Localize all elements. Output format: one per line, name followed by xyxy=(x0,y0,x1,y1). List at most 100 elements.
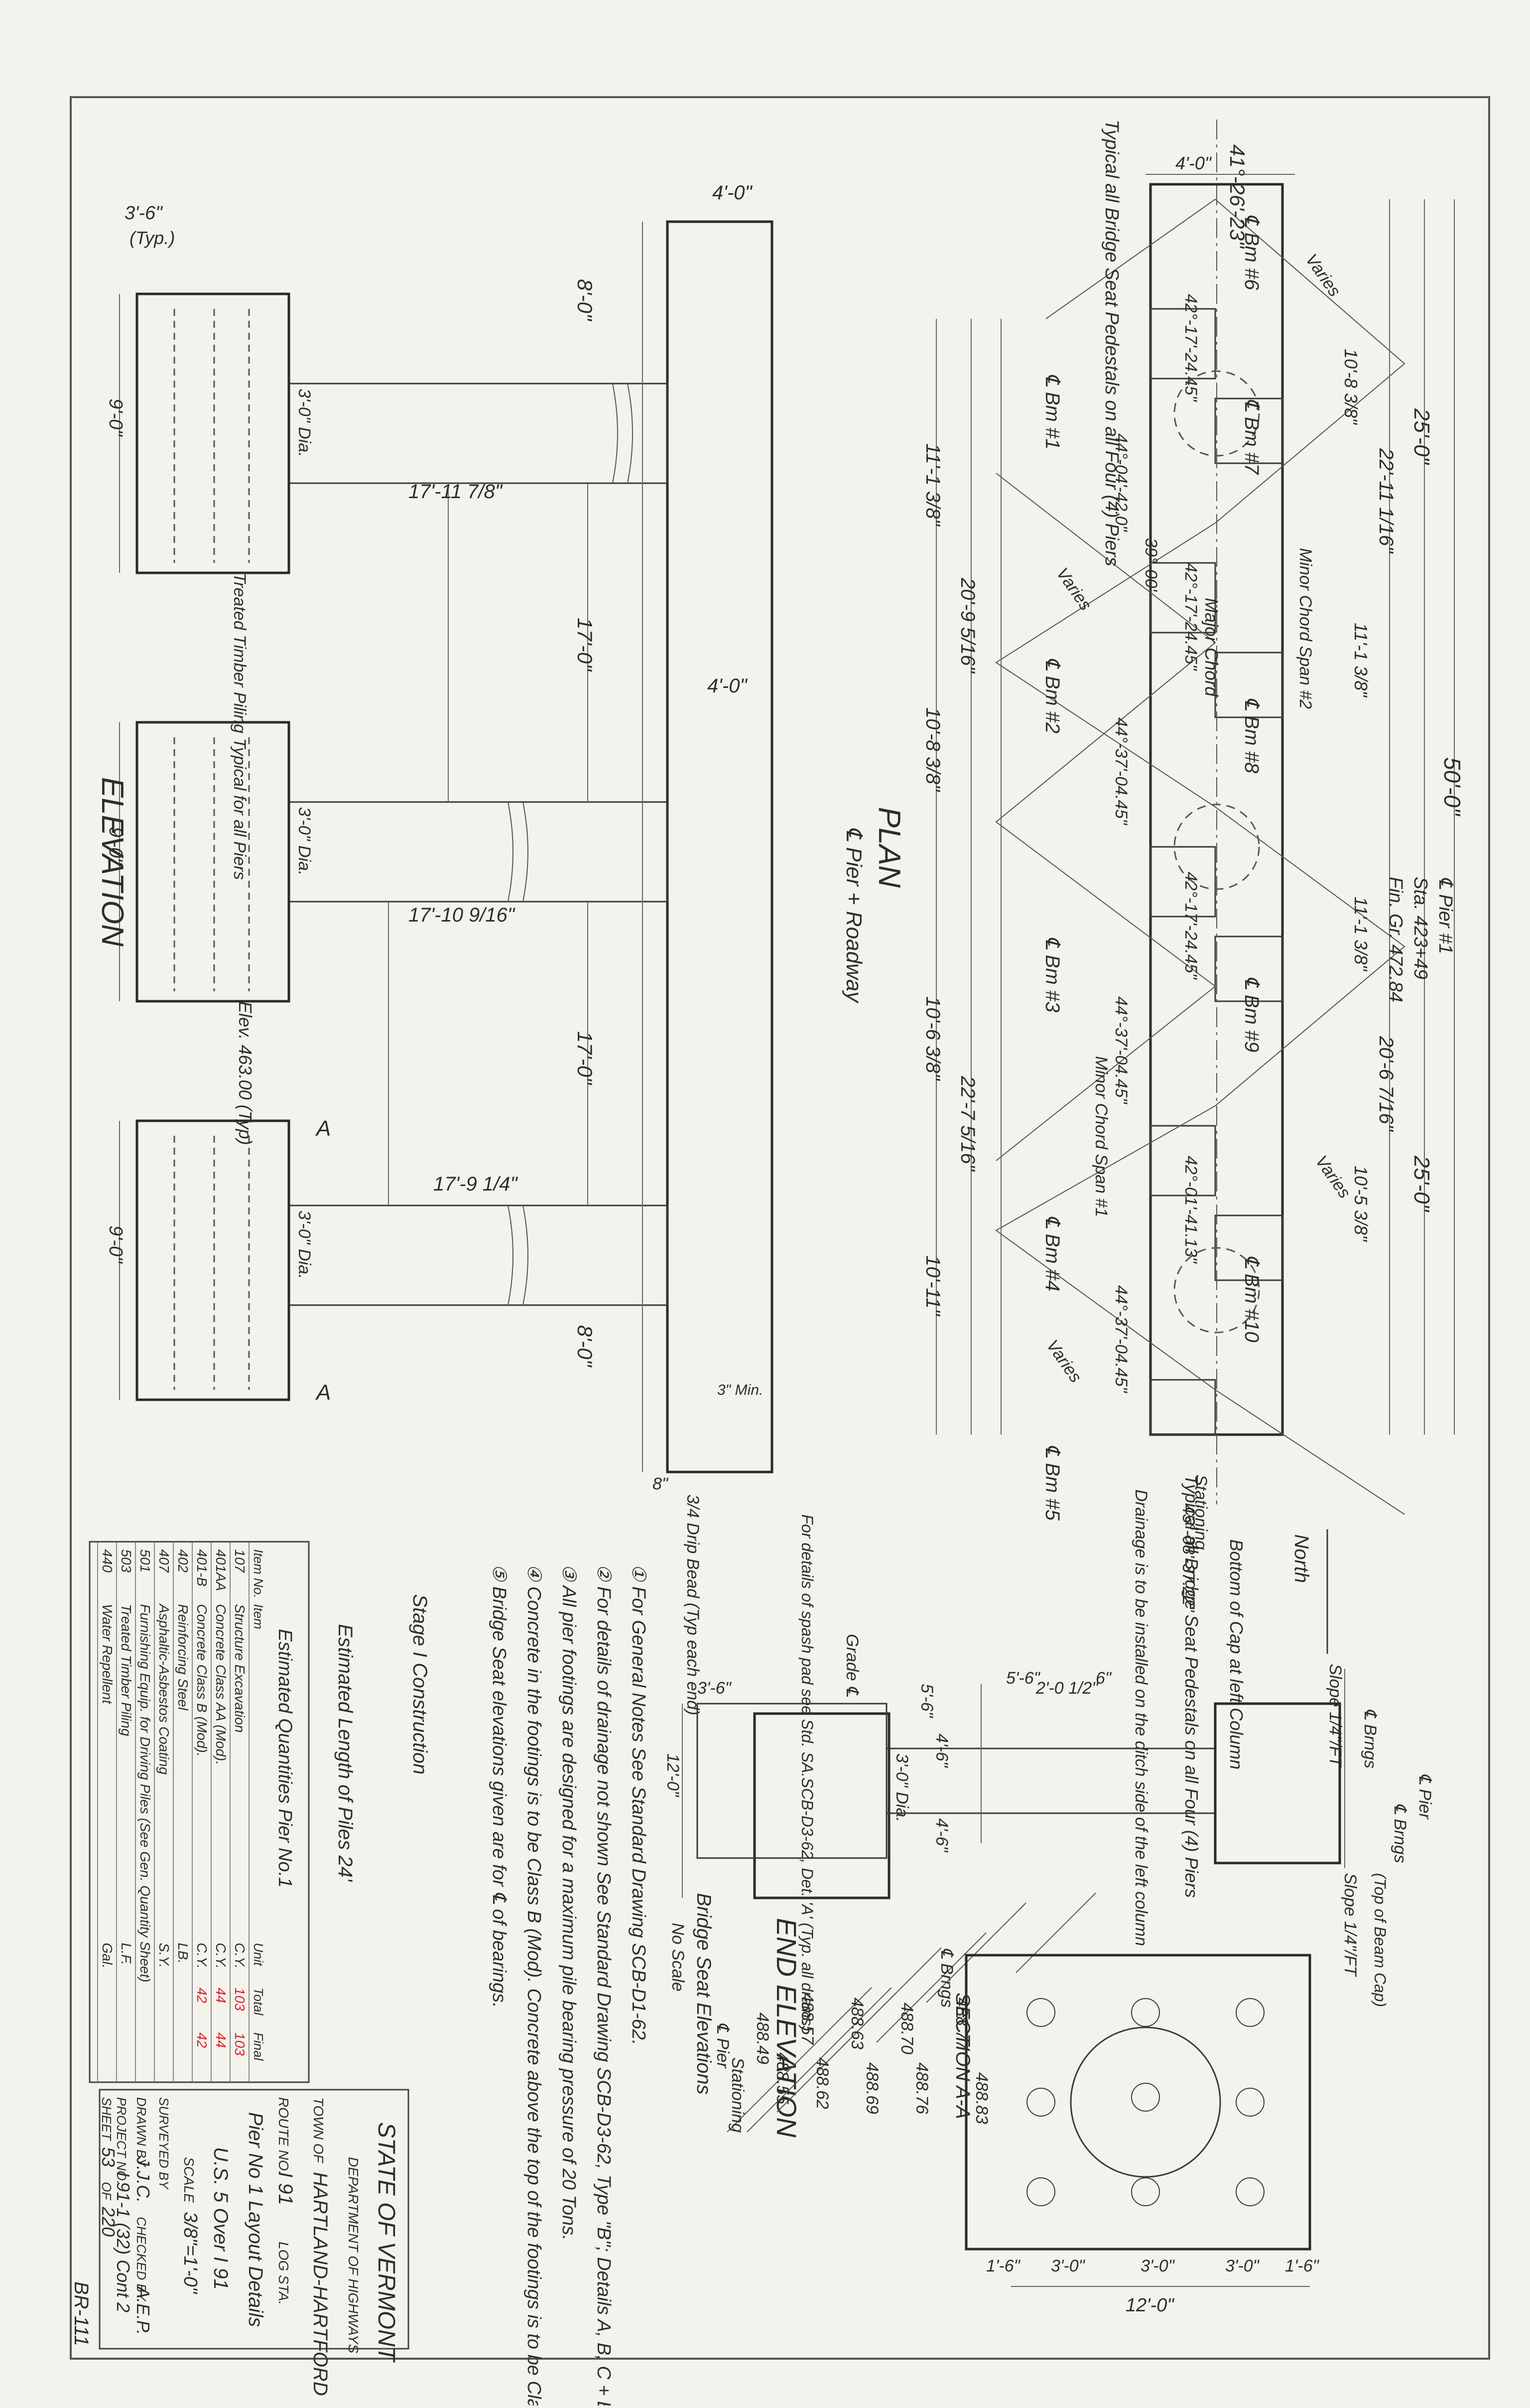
elev-dimension-lines xyxy=(119,222,643,1472)
label-top-beam: (Top of Beam Cap) xyxy=(1371,1873,1389,2007)
title-bridge-seat-elev: Bridge Seat Elevations xyxy=(693,1893,715,2095)
dim-ftg-9-0c: 9'-0" xyxy=(105,1225,126,1264)
dim-10-5: 10'-5 3/8" xyxy=(1351,1166,1371,1242)
dim-end-12-0: 12'-0" xyxy=(663,1753,682,1798)
label-typ: (Typ.) xyxy=(129,228,175,248)
label-stage: Stage I Construction xyxy=(409,1594,431,1774)
elev-pier-cap xyxy=(666,220,773,1473)
quantities-cell: C.Y. xyxy=(232,1943,248,1969)
label-seat-brngs: ℄ Brngs xyxy=(937,1948,956,2007)
dim-elev-4-0b: 4'-0" xyxy=(707,675,748,697)
sheet-border xyxy=(70,96,1490,2360)
quantities-cell: 44 xyxy=(213,1988,229,2003)
bm-label-3: ℄ Bm #3 xyxy=(1041,936,1063,1012)
elev-piles xyxy=(173,309,250,1390)
quantities-cell: 103 xyxy=(232,1988,248,2011)
dim-6a: 6" xyxy=(1096,1669,1112,1688)
dim-11-1a: 11'-1 3/8" xyxy=(922,443,944,527)
dim-ftg-9-0a: 9'-0" xyxy=(105,399,126,437)
section-dim-5: 12'-0" xyxy=(1126,2295,1174,2316)
title-department: DEPARTMENT OF HIGHWAYS xyxy=(346,2157,361,2353)
label-drainage: Drainage is to be installed on the ditch… xyxy=(1132,1489,1150,1946)
label-varies-2: Varies xyxy=(1052,564,1095,614)
dim-22-11: 22'-11 1/16" xyxy=(1375,448,1397,554)
section-footing xyxy=(965,1954,1311,2251)
dim-elev-17-9: 17'-9 1/4" xyxy=(433,1173,518,1195)
quantities-cell: 42 xyxy=(194,2032,210,2048)
dim-11-1b: 11'-1 3/8" xyxy=(1351,623,1371,698)
label-minor-chord-2: Minor Chord Span #2 xyxy=(1296,548,1315,709)
section-dim-4: 1'-6" xyxy=(1285,2257,1320,2275)
dim-11-1c: 11'-1 3/8" xyxy=(1351,897,1371,972)
dim-20-9: 20'-9 5/16" xyxy=(957,577,979,674)
dim-elev-17a: 17'-0" xyxy=(573,618,597,672)
label-sheet: SHEET xyxy=(99,2097,114,2141)
dim-50: 50'-0" xyxy=(1439,757,1465,817)
quantities-title: Estimated Quantities Pier No.1 xyxy=(274,1629,295,1888)
note-5: ⑤ Bridge Seat elevations given are for ℄… xyxy=(489,1564,510,2008)
quantities-cell: Treated Timber Piling xyxy=(119,1604,134,1737)
label-scale: SCALE xyxy=(181,2157,197,2203)
quantities-cell: 501 xyxy=(137,1549,153,1573)
label-checked-by: CHECKED BY xyxy=(134,2217,149,2302)
elev-8: 488.55 xyxy=(773,2052,792,2104)
label-dia-1: 3'-0" Dia. xyxy=(295,389,314,457)
title-state: STATE OF VERMONT xyxy=(373,2122,399,2363)
label-typical-seat: Typical all Bridge Seat Pedestals on all… xyxy=(1101,120,1122,566)
quantities-header-cell: Total xyxy=(251,1988,266,2016)
title-section: SECTION A-A xyxy=(952,1993,974,2119)
quantities-cell: 401AA xyxy=(213,1549,229,1591)
end-elev-dimension-lines xyxy=(682,1669,1345,1898)
label-of: OF xyxy=(99,2182,114,2201)
dim-5-6b: 5'-6" xyxy=(1006,1669,1041,1688)
elev-2: 488.76 xyxy=(912,2062,931,2114)
dim-10-8b: 10'-8 3/8" xyxy=(1341,349,1361,425)
bm-label-8: ℄ Bm #8 xyxy=(1241,697,1263,774)
dim-3-6: 3'-6" xyxy=(125,203,163,224)
section-dim-1: 3'-0" xyxy=(1051,2257,1086,2275)
label-project-no: PROJECT NO. xyxy=(114,2097,129,2184)
title-elevation: ELEVATION xyxy=(95,777,129,946)
dim-elev-4-0a: 4'-0" xyxy=(712,182,753,204)
label-typical-seat-2: Typical all Bridge Seat Pedestals on all… xyxy=(1181,1474,1202,1898)
elev-footings xyxy=(135,292,290,1401)
label-treated-timber: Treated Timber Piling Typical for all Pi… xyxy=(230,573,249,880)
elev-6: 488.62 xyxy=(813,2057,832,2109)
label-no-scale: No Scale xyxy=(668,1923,687,1992)
dim-ftg-9-0b: 9'-0" xyxy=(105,827,126,865)
value-sheet-no: 53 xyxy=(98,2147,119,2167)
quantities-cell: 401-B xyxy=(194,1549,210,1587)
section-dim-0: 1'-6" xyxy=(986,2257,1021,2275)
dim-2-0-5: 2'-0 1/2" xyxy=(1035,1679,1099,1698)
label-drawn-by: DRAWN BY xyxy=(134,2097,149,2167)
label-minor-chord-1: Minor Chord Span #1 xyxy=(1092,1056,1111,1217)
angle-3: 39°-00' xyxy=(1142,538,1160,592)
quantities-cell: 503 xyxy=(119,1549,134,1573)
quantities-cell: C.Y. xyxy=(194,1943,210,1969)
section-dim-2: 3'-0" xyxy=(1141,2257,1175,2275)
quantities-cell: 103 xyxy=(232,2032,248,2056)
plan-angle-top: 41°-26'-23" xyxy=(1226,144,1249,249)
section-piles xyxy=(1026,1998,1265,2206)
dim-25a: 25'-0" xyxy=(1409,408,1434,465)
value-project-no: I 91-1 (32) Cont 2 xyxy=(113,2172,133,2312)
elev-3: 488.70 xyxy=(897,2003,916,2054)
dim-4-6b: 4'-6" xyxy=(932,1818,951,1853)
end-elev-pier-cap xyxy=(753,1712,891,1899)
elev-column-breaks xyxy=(508,383,633,1306)
dim-10-6: 10'-6 3/8" xyxy=(922,996,944,1081)
quantities-header-cell: Final xyxy=(251,2032,266,2061)
section-dim-3: 3'-0" xyxy=(1225,2257,1260,2275)
value-sheet-of: 220 xyxy=(98,2206,119,2237)
bm-label-6: ℄ Bm #6 xyxy=(1241,214,1263,290)
title-end-elevation: END ELEVATION xyxy=(771,1918,802,2138)
bm-label-7: ℄ Bm #7 xyxy=(1241,399,1263,475)
section-a-a: SECTION A-A 1'-6" 3'-0" 3'-0" 3'-0" 1'-6… xyxy=(952,1954,1320,2316)
angle-2: 44°-04'-42.0" xyxy=(1112,433,1131,533)
quantities-cell: 407 xyxy=(156,1549,172,1573)
label-min: 3" Min. xyxy=(717,1382,763,1398)
quantities-cell: Reinforcing Steel xyxy=(175,1604,191,1711)
angle-8: 42°-01'-41.13" xyxy=(1181,1156,1200,1264)
value-subtitle: U.S. 5 Over I 91 xyxy=(210,2147,232,2290)
